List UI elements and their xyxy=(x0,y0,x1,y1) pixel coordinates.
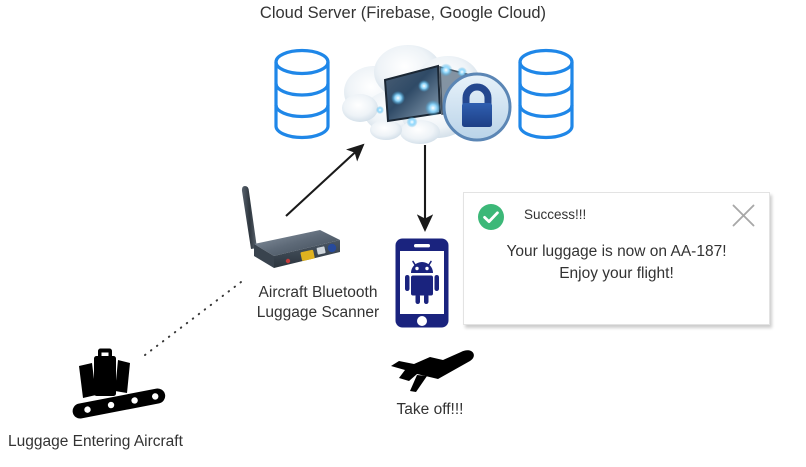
database-cylinder-icon xyxy=(274,48,330,140)
wireless-router-icon xyxy=(241,186,340,268)
database-cylinder-icon xyxy=(518,48,574,140)
dialog-title: Success!!! xyxy=(524,207,587,222)
cloud-server-title: Cloud Server (Firebase, Google Cloud) xyxy=(259,4,547,22)
check-circle-icon xyxy=(478,204,504,230)
arrow-cloud-to-phone xyxy=(416,145,434,232)
database-cylinder-right xyxy=(516,48,576,145)
dotted-luggage-to-scanner xyxy=(144,278,246,356)
close-x-icon[interactable] xyxy=(730,202,757,229)
lock-icon xyxy=(442,72,512,142)
success-dialog: Success!!! Your luggage is now on AA-187… xyxy=(463,192,770,325)
dialog-message: Your luggage is now on AA-187! Enjoy you… xyxy=(506,243,727,282)
android-smartphone-icon xyxy=(395,238,449,328)
airplane-takeoff-icon xyxy=(391,350,474,392)
dialog-header: Success!!! xyxy=(464,193,769,239)
luggage-label: Luggage Entering Aircraft xyxy=(8,433,183,450)
luggage-conveyor-icon xyxy=(72,348,166,419)
scanner-label: Aircraft Bluetooth Luggage Scanner xyxy=(256,284,380,321)
arrow-scanner-to-cloud xyxy=(285,143,365,217)
database-cylinder-left xyxy=(272,48,332,145)
takeoff-label: Take off!!! xyxy=(396,401,464,418)
